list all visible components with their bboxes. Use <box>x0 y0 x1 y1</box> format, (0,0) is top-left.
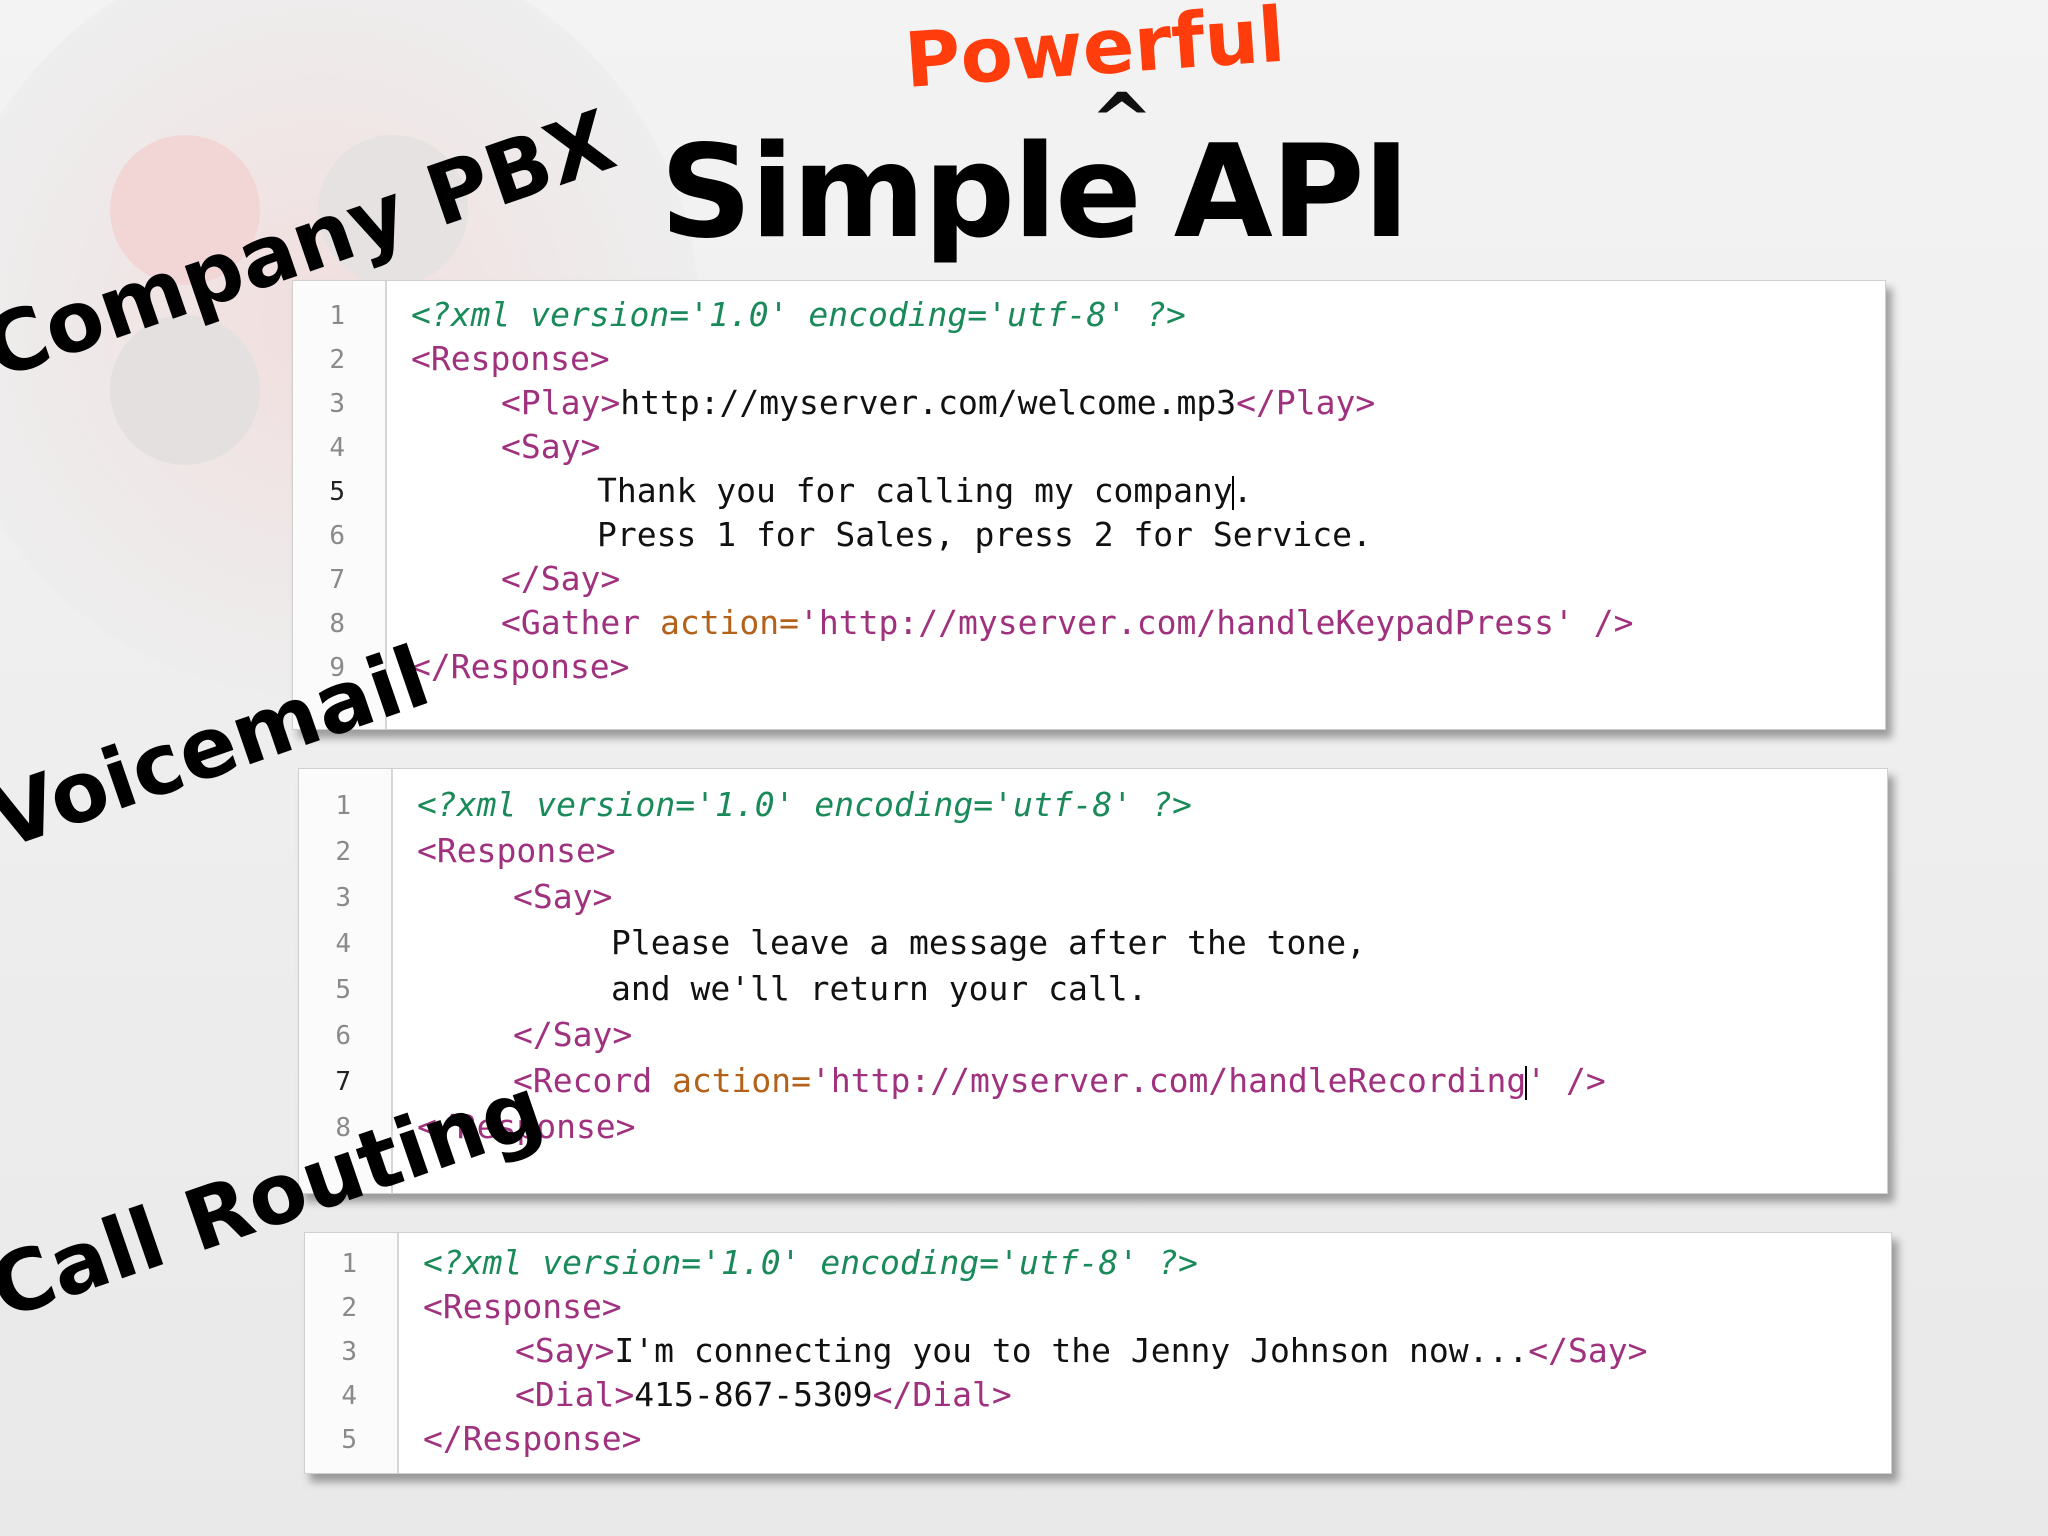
background-logo-dot <box>110 315 260 465</box>
line-number: 7 <box>335 1067 351 1097</box>
title-api: API <box>1173 118 1410 267</box>
line-number: 2 <box>335 837 351 867</box>
code-line: <Play>http://myserver.com/welcome.mp3</P… <box>501 383 1376 422</box>
line-number: 5 <box>329 477 345 507</box>
code-line: </Say> <box>513 1015 633 1054</box>
code-line: <Response> <box>417 831 616 870</box>
line-number: 1 <box>329 301 345 331</box>
line-number: 1 <box>335 791 351 821</box>
code-line: <Say> <box>501 427 601 466</box>
text-cursor <box>1231 475 1234 510</box>
code-line: <?xml version='1.0' encoding='utf-8' ?> <box>423 1243 1198 1282</box>
code-line: <Say>I'm connecting you to the Jenny Joh… <box>515 1331 1648 1370</box>
code-panel-voicemail: 1 2 3 4 5 6 7 8 <?xml version='1.0' enco… <box>298 768 1888 1194</box>
line-number-gutter: 1 2 3 4 5 6 7 8 9 <box>293 281 387 729</box>
line-number: 4 <box>335 929 351 959</box>
code-line: <Response> <box>411 339 610 378</box>
line-number: 5 <box>341 1425 357 1455</box>
code-line: <Response> <box>423 1287 622 1326</box>
code-line: <Say> <box>513 877 613 916</box>
code-line: Thank you for calling my company. <box>597 471 1253 510</box>
line-number: 6 <box>335 1021 351 1051</box>
code-panel-company-pbx: 1 2 3 4 5 6 7 8 9 <?xml version='1.0' en… <box>292 280 1886 730</box>
line-number: 8 <box>329 609 345 639</box>
line-number: 1 <box>341 1249 357 1279</box>
code-line: <?xml version='1.0' encoding='utf-8' ?> <box>411 295 1186 334</box>
code-panel-call-routing: 1 2 3 4 5 <?xml version='1.0' encoding='… <box>304 1232 1892 1474</box>
line-number: 3 <box>335 883 351 913</box>
line-number: 3 <box>341 1337 357 1367</box>
line-number: 4 <box>329 433 345 463</box>
code-line: </Response> <box>417 1107 636 1146</box>
line-number-gutter: 1 2 3 4 5 6 7 8 <box>299 769 393 1193</box>
title-simple: Simple <box>660 118 1142 267</box>
code-line: </Say> <box>501 559 621 598</box>
code-line: Please leave a message after the tone, <box>611 923 1366 962</box>
code-line: </Response> <box>423 1419 642 1458</box>
line-number: 9 <box>329 653 345 683</box>
line-number: 4 <box>341 1381 357 1411</box>
line-number-gutter: 1 2 3 4 5 <box>305 1233 399 1473</box>
line-number: 8 <box>335 1113 351 1143</box>
line-number: 2 <box>329 345 345 375</box>
code-line: Press 1 for Sales, press 2 for Service. <box>597 515 1372 554</box>
line-number: 3 <box>329 389 345 419</box>
code-line: <Dial>415-867-5309</Dial> <box>515 1375 1012 1414</box>
line-number: 5 <box>335 975 351 1005</box>
background-logo-dot <box>110 135 260 285</box>
code-line: and we'll return your call. <box>611 969 1148 1008</box>
line-number: 6 <box>329 521 345 551</box>
line-number: 2 <box>341 1293 357 1323</box>
text-cursor <box>1525 1065 1528 1100</box>
line-number: 7 <box>329 565 345 595</box>
code-line: </Response> <box>411 647 630 686</box>
code-line: <Record action='http://myserver.com/hand… <box>513 1061 1606 1100</box>
title-caret: ^ <box>1090 76 1154 165</box>
background-logo-dot <box>318 135 468 285</box>
code-line: <Gather action='http://myserver.com/hand… <box>501 603 1634 642</box>
code-line: <?xml version='1.0' encoding='utf-8' ?> <box>417 785 1192 824</box>
